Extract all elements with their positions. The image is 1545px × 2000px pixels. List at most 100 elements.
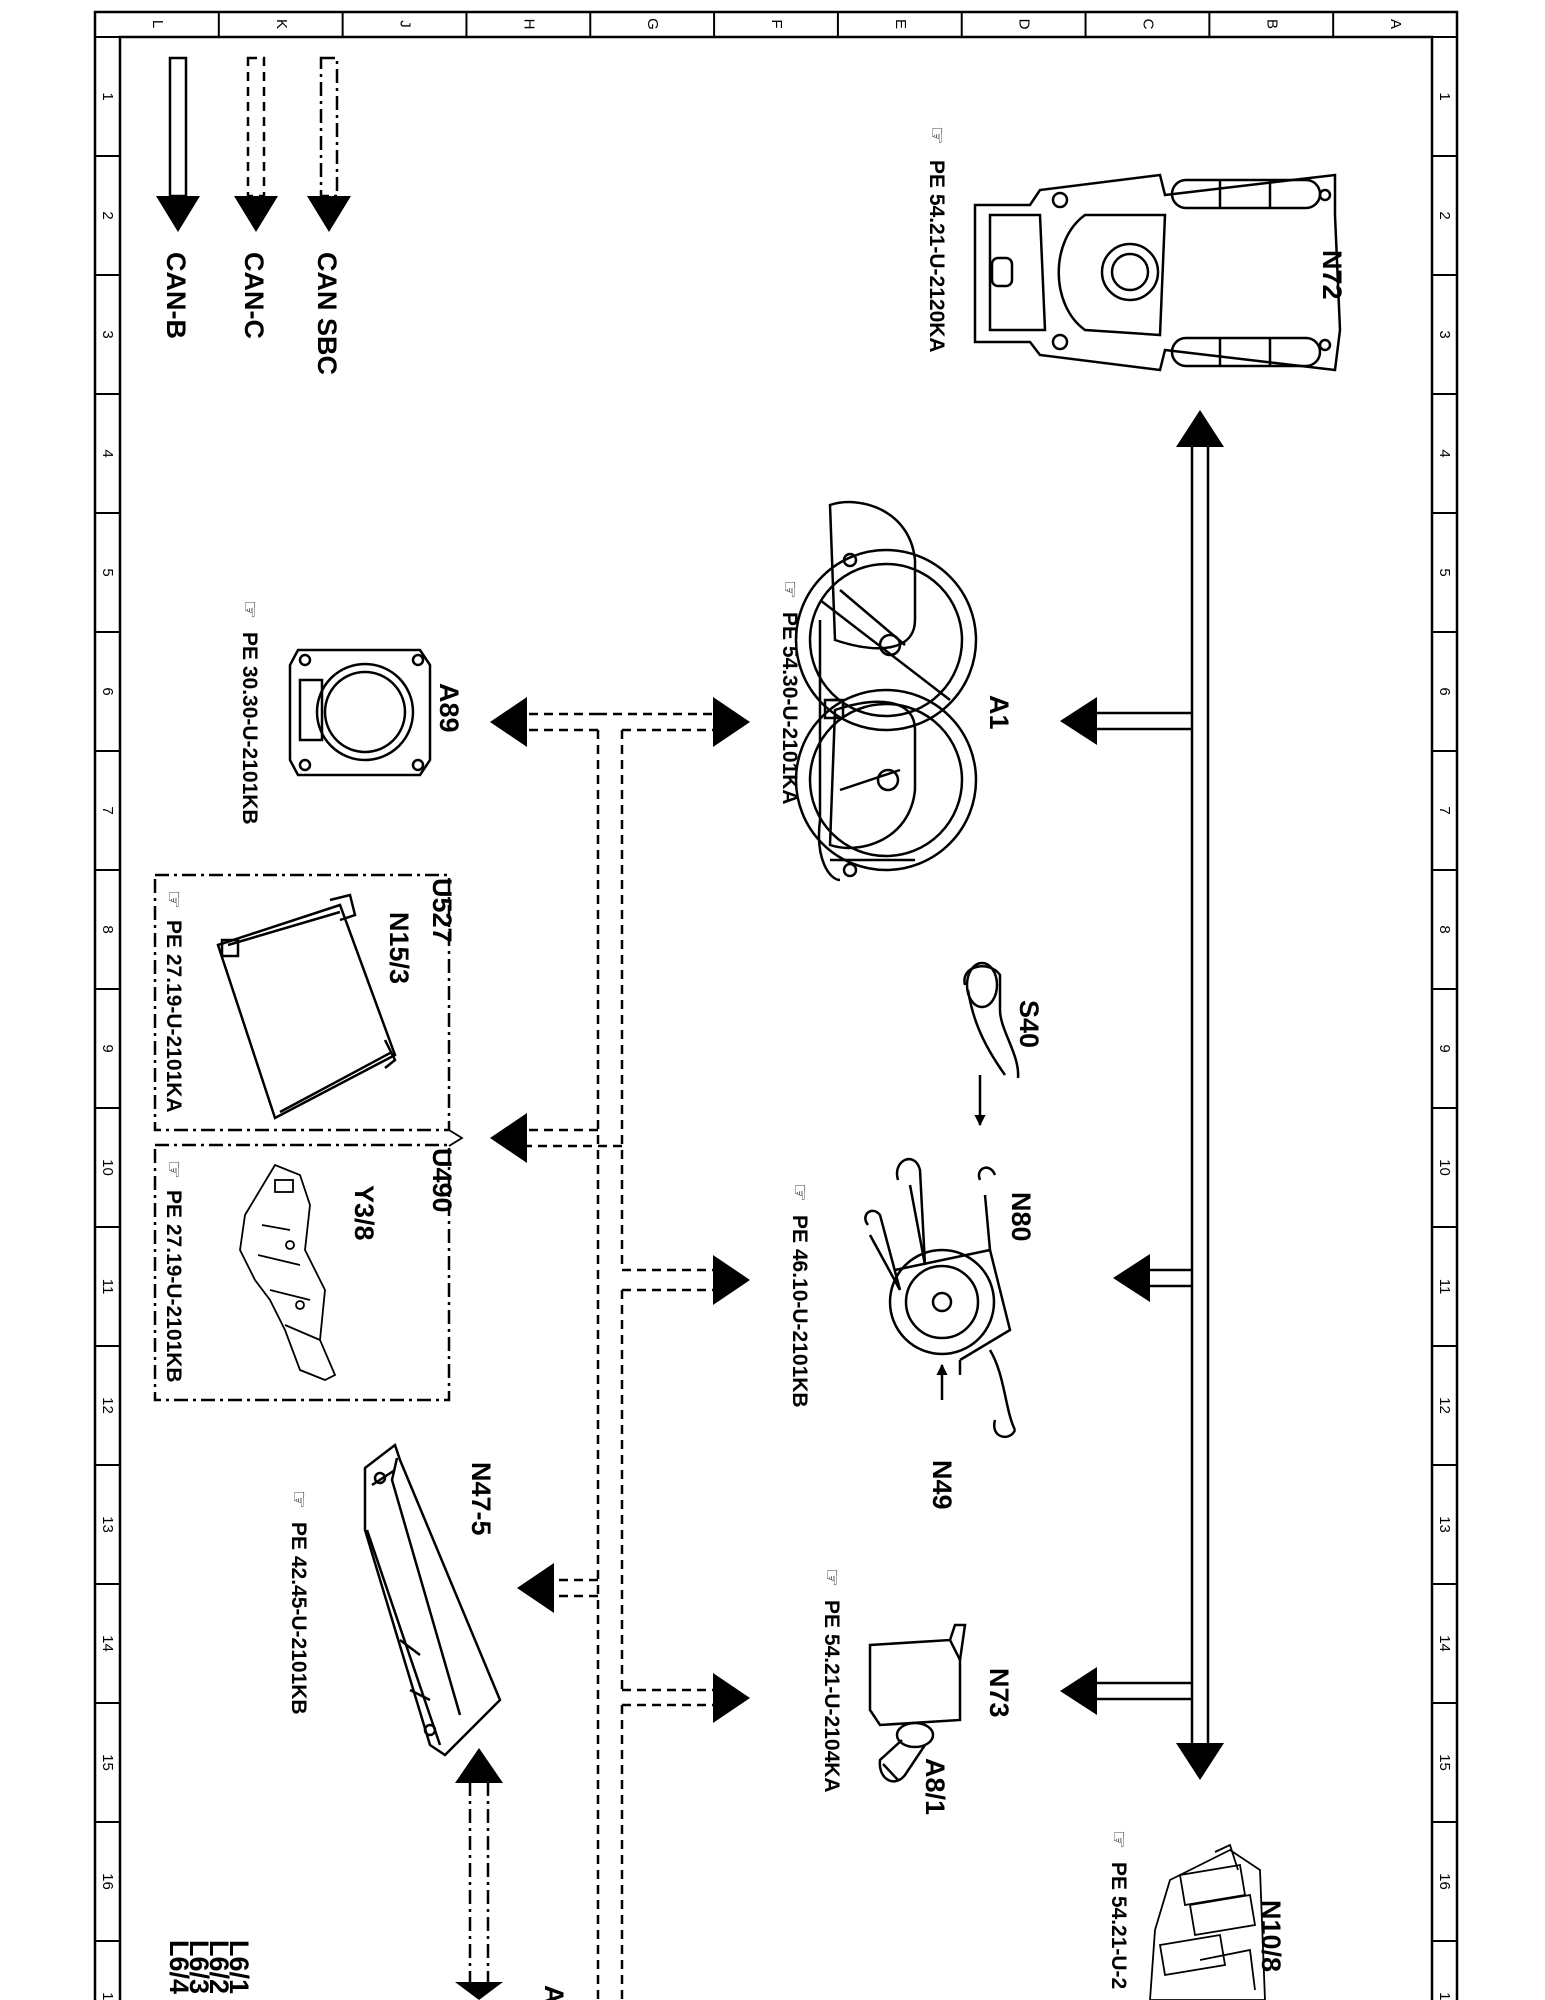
grid-column-B: B [1263, 19, 1280, 29]
grid-row-16-right: 16 [1436, 1873, 1453, 1890]
grid-column-C: C [1139, 19, 1156, 30]
grid-row-7-left: 7 [99, 806, 116, 814]
svg-text:☞: ☞ [1107, 1830, 1130, 1849]
grid-row-5-left: 5 [99, 568, 116, 576]
grid-row-13-left: 13 [99, 1516, 116, 1533]
grid-row-9-right: 9 [1436, 1044, 1453, 1052]
a89-ref: PE 30.30-U-2101KB [238, 632, 261, 825]
grid-row-7-right: 7 [1436, 806, 1453, 814]
n72-steering-wheel-control [973, 173, 1342, 372]
u527-label: U527 [427, 878, 457, 943]
grid-column-L: L [149, 20, 166, 28]
n80-steering-column-module [864, 1158, 1017, 1439]
grid-column-J: J [397, 20, 414, 28]
n47-5-ref: PE 42.45-U-2101KB [287, 1522, 310, 1715]
n72-ref: PE 54.21-U-2120KA [925, 160, 948, 353]
grid-column-D: D [1016, 19, 1033, 30]
svg-text:☞: ☞ [287, 1490, 310, 1509]
n15-3-label: N15/3 [384, 912, 414, 984]
svg-text:☞: ☞ [788, 1183, 811, 1202]
grid-row-3-left: 3 [99, 330, 116, 338]
grid-row-8-right: 8 [1436, 925, 1453, 933]
grid-row-2-left: 2 [99, 211, 116, 219]
legend-can-b-label: CAN-B [161, 252, 191, 339]
grid-row-6-right: 6 [1436, 687, 1453, 695]
grid-row-2-right: 2 [1436, 211, 1453, 219]
y3-8-valve-body [239, 1163, 337, 1381]
legend-can-sbc-label: CAN SBC [312, 252, 342, 375]
svg-text:☞: ☞ [162, 1160, 185, 1179]
grid-row-14-left: 14 [99, 1635, 116, 1652]
component-labels: N72 PE 54.21-U-2120KA ☞ A1 PE 54.30-U-21… [162, 126, 1347, 2000]
n80-label: N80 [1006, 1192, 1036, 1242]
inner-frame [118, 35, 1434, 2000]
a8-1-label: A8/1 [920, 1758, 950, 1815]
n80-ref: PE 46.10-U-2101KB [788, 1215, 811, 1408]
grid-row-11-left: 11 [99, 1279, 116, 1295]
grid-row-11-right: 11 [1436, 1279, 1453, 1295]
n73-ignition-switch [868, 1623, 967, 1783]
n73-label: N73 [984, 1668, 1014, 1718]
grid-row-17-right: 17 [1436, 1992, 1453, 2000]
can-c-arrowheads [490, 697, 750, 1723]
grid-row-12-left: 12 [99, 1397, 116, 1414]
n72-ref-icon: ☞ [925, 126, 948, 145]
a1-instrument-cluster [794, 500, 978, 882]
group-bracket [448, 1129, 464, 1147]
grid-row-3-right: 3 [1436, 330, 1453, 338]
grid-row-17-left: 17 [99, 1992, 116, 2000]
n47-5-esp-control-unit [363, 1442, 502, 1757]
outer-frame [93, 10, 1459, 2000]
y3-8-label: Y3/8 [349, 1185, 379, 1241]
n15-3-ref: PE 27.19-U-2101KA [162, 920, 185, 1113]
u527-u490-group [153, 873, 451, 1402]
cont-ref-4: L6/4 [164, 1940, 194, 1994]
grid-row-14-right: 14 [1436, 1635, 1453, 1652]
grid-row-10-left: 10 [99, 1159, 116, 1176]
grid-column-A: A [1387, 19, 1404, 29]
grid-column-F: F [768, 19, 785, 28]
legend: CAN SBC CAN-C CAN-B [156, 56, 351, 375]
grid-row-4-left: 4 [99, 449, 116, 457]
cont-ref-1: L6/1 [224, 1940, 254, 1994]
svg-text:☞: ☞ [162, 890, 185, 909]
grid-row-1-right: 1 [1436, 92, 1453, 100]
grid-row-5-right: 5 [1436, 568, 1453, 576]
u490-label: U490 [427, 1148, 457, 1213]
n73-ref: PE 54.21-U-2104KA [820, 1600, 843, 1793]
grid-row-9-left: 9 [99, 1044, 116, 1052]
grid-row-1-left: 1 [99, 92, 116, 100]
s40-cruise-control-lever [963, 961, 1020, 1127]
grid-row-15-left: 15 [99, 1754, 116, 1771]
n10-8-label: N10/8 [1256, 1900, 1286, 1972]
a1-ref: PE 54.30-U-2101KA [778, 612, 801, 805]
svg-text:☞: ☞ [238, 600, 261, 619]
svg-text:☞: ☞ [820, 1568, 843, 1587]
grid-column-G: G [644, 18, 661, 30]
grid-row-10-right: 10 [1436, 1159, 1453, 1176]
s40-label: S40 [1014, 1000, 1044, 1048]
can-sbc-link [455, 1748, 503, 2000]
grid-column-H: H [520, 19, 537, 30]
cont-ref-3: L6/3 [184, 1940, 214, 1994]
can-b-bus [1060, 410, 1224, 1780]
can-c-bus [525, 712, 715, 2000]
grid-row-4-right: 4 [1436, 449, 1453, 457]
a89-distronic-sensor [288, 648, 432, 777]
grid-column-E: E [892, 19, 909, 29]
grid-row-16-left: 16 [99, 1873, 116, 1890]
a1-label: A1 [984, 695, 1014, 730]
a89-label: A89 [434, 683, 464, 733]
grid-row-8-left: 8 [99, 925, 116, 933]
n15-3-transmission-control [216, 893, 397, 1120]
grid-row-13-right: 13 [1436, 1516, 1453, 1533]
legend-can-c-label: CAN-C [239, 252, 269, 339]
grid-row-12-right: 12 [1436, 1397, 1453, 1414]
grid-column-K: K [273, 19, 290, 29]
grid-row-15-right: 15 [1436, 1754, 1453, 1771]
n72-label: N72 [1317, 250, 1347, 300]
svg-text:☞: ☞ [778, 580, 801, 599]
